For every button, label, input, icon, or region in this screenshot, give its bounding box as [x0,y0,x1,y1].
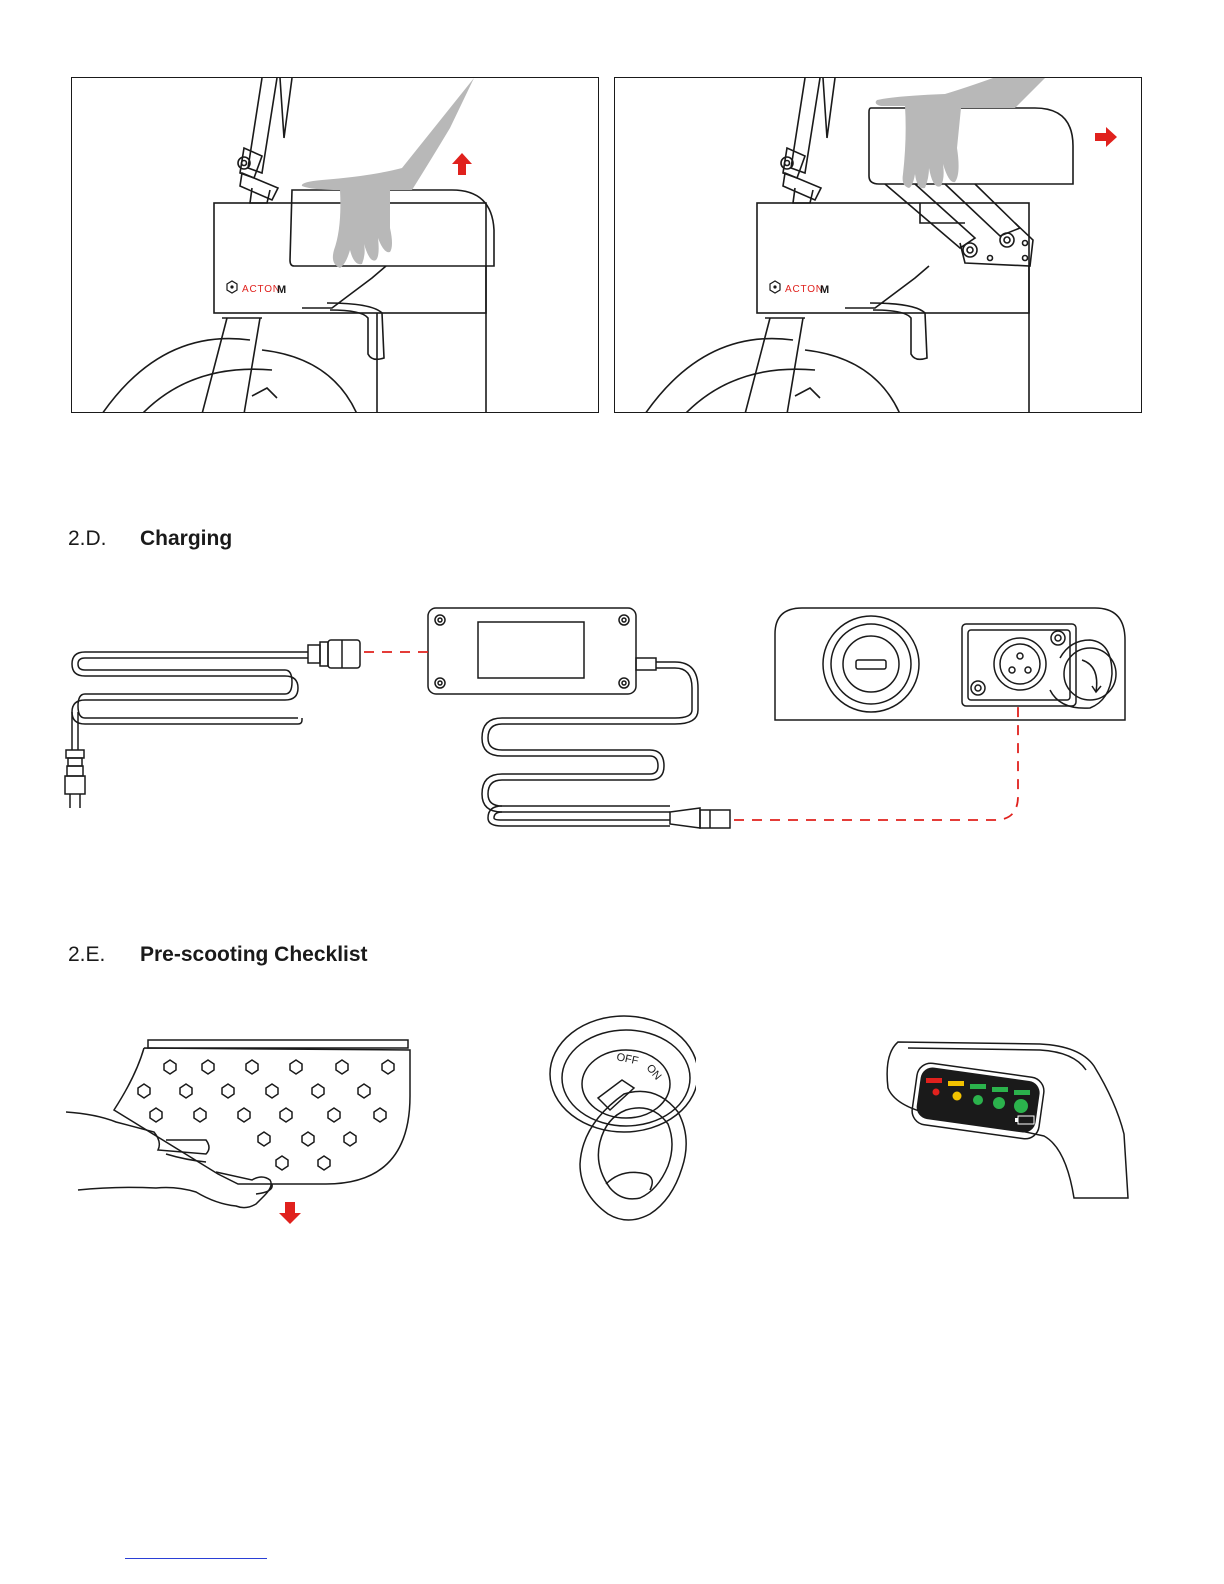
arrow-down-icon [279,1202,301,1224]
key-switch-illustration: OFF ON [546,1014,696,1228]
logo-text: ACTON [242,284,281,295]
led-dot-2 [953,1092,962,1101]
section-title: Pre-scooting Checklist [140,943,368,966]
led-dot-1 [933,1089,940,1096]
logo-text: ACTON [785,284,824,295]
ignition-key-illustration: OFF ON [546,1014,696,1228]
battery-lift-illustration: ACTON M [72,78,599,413]
section-number: 2.D. [68,527,140,551]
led-bar-2 [948,1081,964,1086]
key-on-label: ON [644,1062,664,1082]
led-bar-1 [926,1078,942,1083]
footboard-check-illustration [66,1036,416,1230]
arrow-right-icon [1095,127,1117,147]
footer-link-underline[interactable] [125,1558,267,1559]
logo-model: M [820,284,829,296]
charger-connection-illustration [50,600,1150,840]
hand-icon [876,78,1045,188]
battery-indicator-illustration [880,1036,1134,1204]
led-bar-4 [992,1087,1008,1092]
arrow-up-icon [452,153,472,175]
battery-slide-illustration: ACTON M [615,78,1142,413]
footboard-illustration [66,1036,416,1230]
section-number: 2.E. [68,943,140,967]
section-heading-charging: 2.D.Charging [68,527,232,551]
hand-icon [302,78,474,268]
section-title: Charging [140,527,232,550]
led-dot-4 [993,1097,1005,1109]
logo-model: M [277,284,286,296]
battery-remove-panel-2: ACTON M [614,77,1142,413]
acton-logo: ACTON M [770,281,829,296]
led-bar-3 [970,1084,986,1089]
battery-gauge-illustration [880,1036,1134,1204]
led-dot-5 [1014,1099,1028,1113]
section-heading-checklist: 2.E.Pre-scooting Checklist [68,943,368,967]
led-dot-3 [973,1095,983,1105]
key-off-label: OFF [615,1051,639,1067]
battery-remove-panel-1: ACTON M [71,77,599,413]
charging-diagram [50,600,1150,840]
led-bar-5 [1014,1090,1030,1095]
acton-logo: ACTON M [227,281,286,296]
